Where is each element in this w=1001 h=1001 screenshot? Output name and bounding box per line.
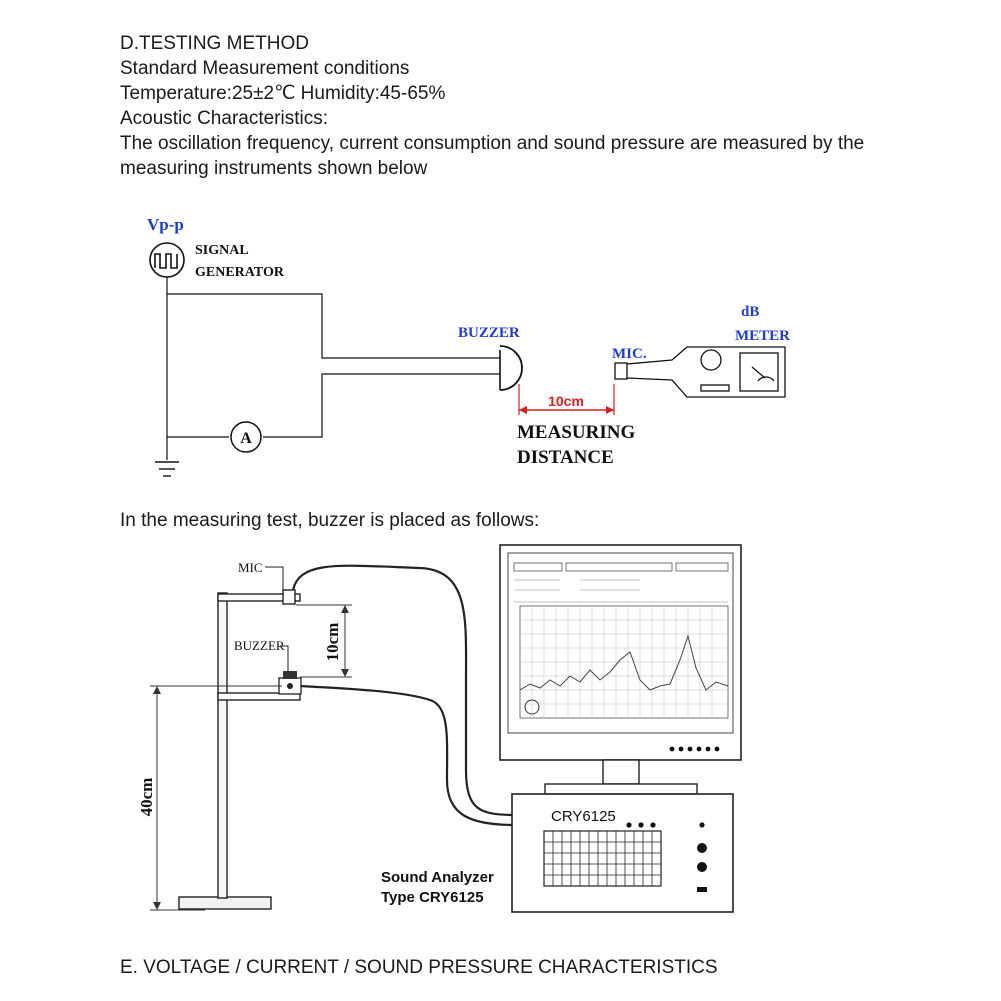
sound-analyzer-icon: [511, 793, 734, 913]
distance-marker: [518, 384, 615, 415]
description-line1: The oscillation frequency, current consu…: [120, 133, 865, 154]
circuit-wires: [166, 277, 500, 460]
monitor-icon: [499, 544, 742, 795]
setup-buzzer-label: BUZZER: [234, 638, 285, 653]
section-d-heading: D.TESTING METHOD: [120, 33, 309, 54]
signal-label: SIGNAL: [195, 243, 249, 258]
svg-text:A: A: [240, 430, 252, 447]
measuring-label: MEASURING: [517, 422, 635, 443]
ground-icon: [155, 461, 179, 477]
height-label: 40cm: [137, 778, 156, 817]
device-model-label: CRY6125: [551, 808, 616, 825]
db-label: dB: [741, 304, 759, 320]
section-e-heading: E. VOLTAGE / CURRENT / SOUND PRESSURE CH…: [120, 957, 718, 978]
description-line2: measuring instruments shown below: [120, 158, 428, 179]
gap-label: 10cm: [323, 623, 342, 662]
dimension-arrows: [153, 605, 349, 910]
placement-text: In the measuring test, buzzer is placed …: [120, 510, 540, 531]
conditions-title: Standard Measurement conditions: [120, 58, 410, 79]
measurement-circuit-diagram: Vp-p SIGNAL GENERATOR A BUZZER MIC. dB M…: [147, 215, 790, 477]
acoustic-title: Acoustic Characteristics:: [120, 108, 329, 129]
generator-label: GENERATOR: [195, 265, 285, 280]
vpp-label: Vp-p: [147, 215, 184, 234]
stand: [178, 589, 301, 910]
meter-label: METER: [735, 328, 790, 344]
distance-label: DISTANCE: [517, 447, 614, 468]
mic-label: MIC.: [612, 346, 647, 362]
buzzer-device-icon: [278, 671, 302, 695]
ammeter-icon: A: [230, 421, 262, 453]
buzzer-label: BUZZER: [458, 325, 520, 341]
cables: [291, 564, 516, 827]
dimension-lines: [150, 604, 352, 911]
analyzer-type: Type CRY6125: [381, 889, 484, 906]
analyzer-name: Sound Analyzer: [381, 869, 494, 886]
buzzer-icon: [499, 345, 523, 391]
db-meter-icon: [614, 346, 786, 398]
distance-value: 10cm: [548, 393, 584, 409]
setup-mic-label: MIC: [238, 560, 263, 575]
temperature-humidity: Temperature:25±2℃ Humidity:45-65%: [120, 83, 446, 104]
